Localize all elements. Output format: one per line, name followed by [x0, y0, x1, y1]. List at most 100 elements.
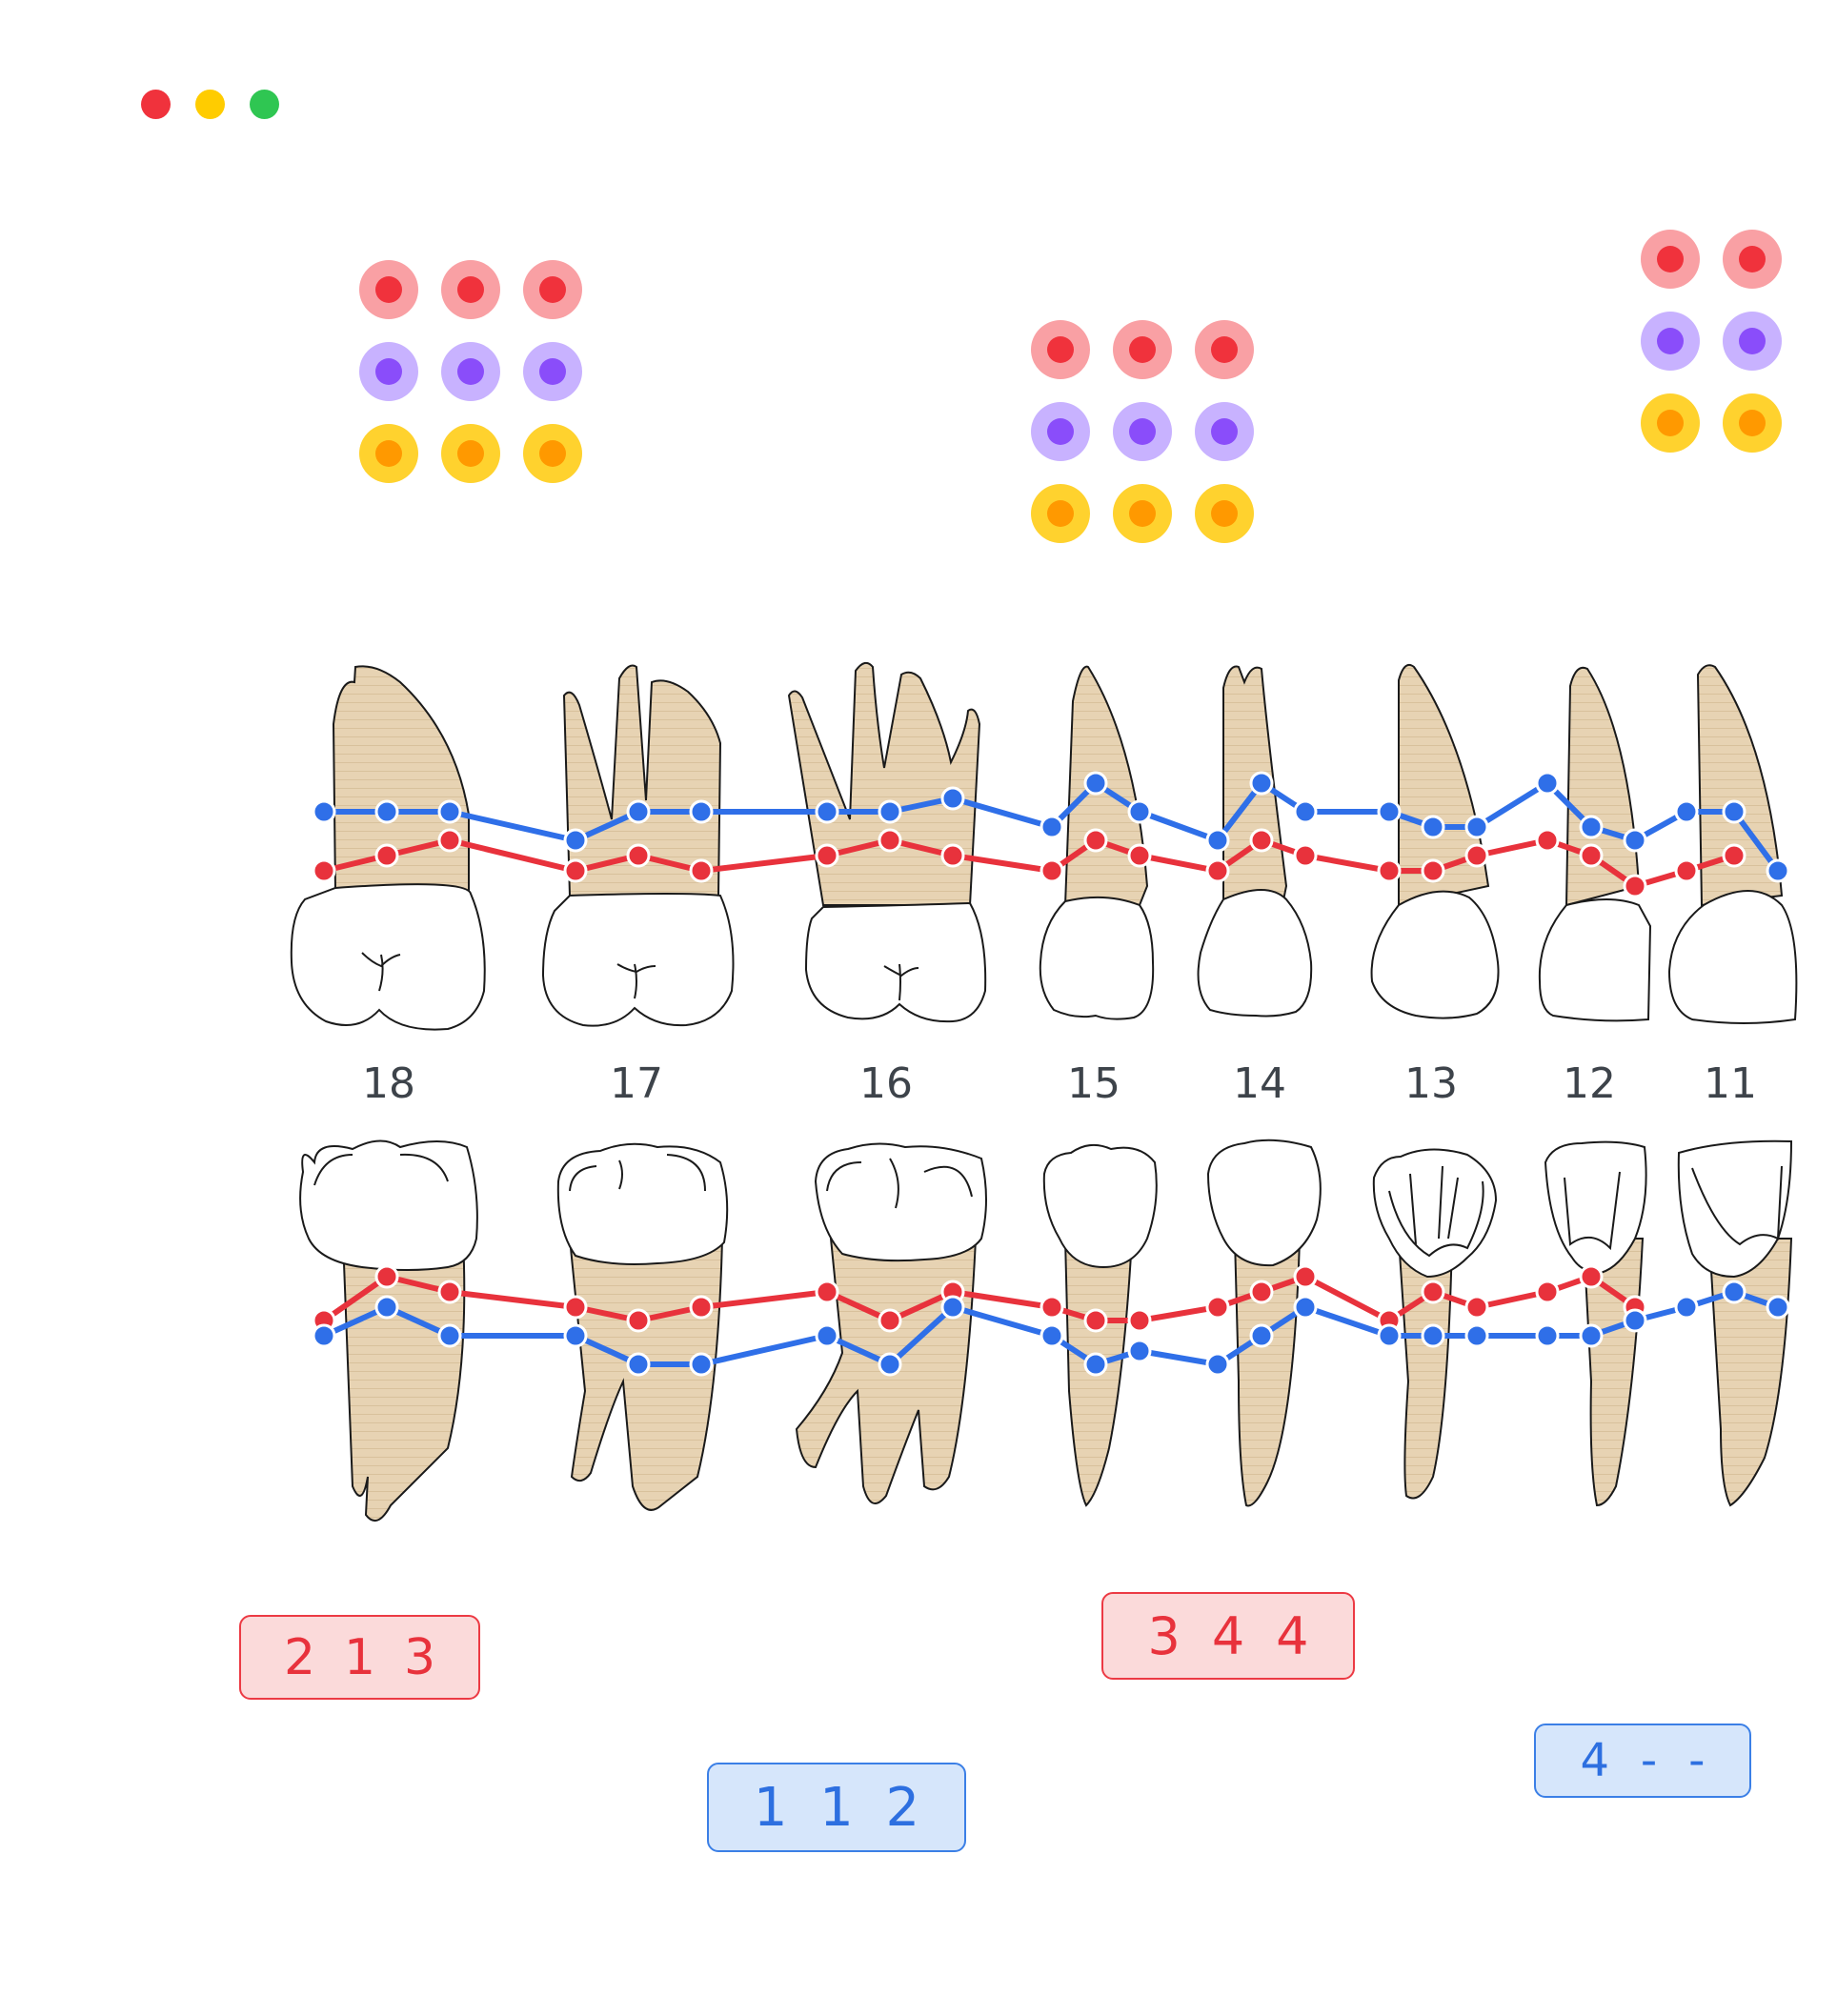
- upper-blue-point: [1083, 771, 1108, 796]
- upper-blue-point: [312, 799, 336, 824]
- upper-red-point: [940, 843, 965, 868]
- purple-indicator-dot[interactable]: [1723, 312, 1782, 371]
- lower-tooth-crown: [1677, 1139, 1793, 1279]
- tooth-fissure: [883, 963, 919, 1001]
- upper-red-point: [878, 828, 902, 853]
- tooth-fissure: [569, 1154, 706, 1192]
- measurement-value: 3: [1147, 1605, 1181, 1666]
- lower-tooth-crown: [1372, 1148, 1498, 1279]
- measurement-value: 4: [1580, 1734, 1609, 1787]
- red-indicator-dot[interactable]: [1113, 320, 1172, 379]
- upper-blue-point: [1377, 799, 1402, 824]
- tooth-number-11: 11: [1704, 1059, 1757, 1108]
- lower-red-point: [1579, 1264, 1604, 1289]
- upper-blue-point: [1579, 815, 1604, 839]
- lower-tooth-crowns: [299, 1139, 1793, 1279]
- lower-blue-point: [940, 1295, 965, 1320]
- orange-indicator-dot[interactable]: [441, 424, 500, 483]
- lower-blue-point: [689, 1352, 714, 1377]
- orange-indicator-dot[interactable]: [523, 424, 582, 483]
- measurement-value: -: [1688, 1734, 1706, 1787]
- upper-red-point: [312, 858, 336, 883]
- measurement-box-2[interactable]: 3 4 4: [1101, 1592, 1355, 1680]
- red-indicator-dot[interactable]: [1723, 230, 1782, 289]
- lower-red-point: [1535, 1280, 1560, 1304]
- lower-red-point: [689, 1295, 714, 1320]
- red-indicator-dot[interactable]: [1195, 320, 1254, 379]
- lower-tooth-crown: [1206, 1139, 1322, 1267]
- window-close-button[interactable]: [141, 90, 171, 119]
- lower-red-point: [437, 1280, 462, 1304]
- lower-red-point: [626, 1308, 651, 1333]
- orange-indicator-dot[interactable]: [359, 424, 418, 483]
- lower-red-point: [1083, 1308, 1108, 1333]
- upper-blue-point: [1464, 815, 1489, 839]
- upper-red-point: [1127, 843, 1152, 868]
- purple-indicator-dot[interactable]: [359, 342, 418, 401]
- upper-tooth-root: [562, 664, 722, 897]
- upper-tooth-crown: [1667, 890, 1798, 1024]
- lower-red-point: [1249, 1280, 1274, 1304]
- tooth-number-12: 12: [1563, 1059, 1616, 1108]
- measurement-value: 1: [343, 1628, 376, 1686]
- lower-blue-point: [1421, 1323, 1445, 1348]
- purple-indicator-dot[interactable]: [523, 342, 582, 401]
- red-indicator-dot[interactable]: [441, 260, 500, 319]
- lower-blue-point: [1040, 1323, 1064, 1348]
- tooth-number-16: 16: [859, 1059, 913, 1108]
- purple-indicator-dot[interactable]: [1195, 402, 1254, 461]
- window-maximize-button[interactable]: [250, 90, 279, 119]
- orange-indicator-dot[interactable]: [1195, 484, 1254, 543]
- window-minimize-button[interactable]: [195, 90, 225, 119]
- measurement-box-3[interactable]: 1 1 2: [707, 1763, 966, 1852]
- red-indicator-dot[interactable]: [1031, 320, 1090, 379]
- upper-blue-point: [1040, 815, 1064, 839]
- upper-blue-point: [374, 799, 399, 824]
- lower-blue-point: [1579, 1323, 1604, 1348]
- measurement-value: 4: [1211, 1605, 1245, 1666]
- red-indicator-dot[interactable]: [1641, 230, 1700, 289]
- orange-indicator-dot[interactable]: [1641, 393, 1700, 453]
- lower-blue-point: [1464, 1323, 1489, 1348]
- upper-blue-point: [815, 799, 839, 824]
- upper-tooth-crown: [804, 901, 987, 1023]
- upper-blue-point: [1421, 815, 1445, 839]
- lower-tooth-root: [568, 1238, 724, 1511]
- tooth-fissure: [1564, 1171, 1621, 1251]
- lower-blue-point: [1083, 1352, 1108, 1377]
- purple-indicator-dot[interactable]: [1031, 402, 1090, 461]
- purple-indicator-dot[interactable]: [1641, 312, 1700, 371]
- lower-blue-point: [1722, 1280, 1746, 1304]
- upper-blue-point: [437, 799, 462, 824]
- red-indicator-dot[interactable]: [359, 260, 418, 319]
- upper-red-point: [374, 843, 399, 868]
- orange-indicator-dot[interactable]: [1113, 484, 1172, 543]
- tooth-number-17: 17: [610, 1059, 663, 1108]
- purple-indicator-dot[interactable]: [441, 342, 500, 401]
- upper-tooth-root: [332, 665, 470, 892]
- lower-blue-point: [1377, 1323, 1402, 1348]
- upper-blue-point: [1205, 828, 1230, 853]
- upper-tooth-crown: [1370, 890, 1500, 1019]
- lower-blue-point: [1535, 1323, 1560, 1348]
- orange-indicator-dot[interactable]: [1031, 484, 1090, 543]
- upper-blue-point: [626, 799, 651, 824]
- purple-indicator-dot[interactable]: [1113, 402, 1172, 461]
- upper-tooth-crown: [290, 883, 486, 1031]
- measurement-value: 4: [1276, 1605, 1309, 1666]
- lower-tooth-crown: [814, 1142, 987, 1262]
- orange-indicator-dot[interactable]: [1723, 393, 1782, 453]
- tooth-fissure: [826, 1158, 973, 1209]
- lower-blue-point: [1127, 1339, 1152, 1363]
- measurement-box-1[interactable]: 2 1 3: [239, 1615, 480, 1700]
- upper-red-point: [626, 843, 651, 868]
- red-indicator-dot[interactable]: [523, 260, 582, 319]
- tooth-fissure: [361, 952, 401, 992]
- lower-red-point: [1293, 1264, 1318, 1289]
- lower-tooth-crown: [556, 1142, 729, 1265]
- measurement-box-4[interactable]: 4 - -: [1534, 1724, 1751, 1798]
- lower-blue-point: [878, 1352, 902, 1377]
- lower-blue-point: [1293, 1295, 1318, 1320]
- measurement-value: 3: [403, 1628, 436, 1686]
